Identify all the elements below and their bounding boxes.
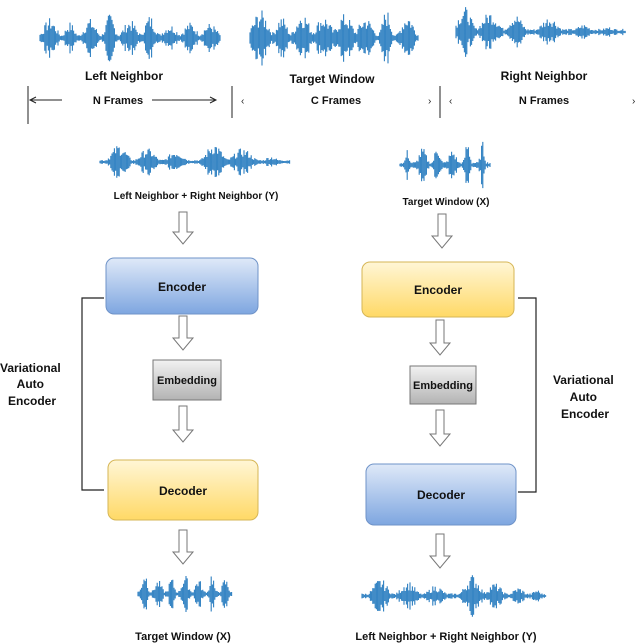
arrow-down-icon [171, 529, 195, 565]
right-input-waveform [399, 141, 491, 189]
right-vae-label-line2: Auto [570, 390, 597, 404]
left-output-waveform [137, 576, 233, 612]
right-embedding-box [409, 365, 477, 405]
waveform-trace [361, 575, 547, 617]
svg-text:›: › [428, 96, 431, 107]
svg-text:Variational Auto Encod: Variational Auto Encoder [553, 373, 617, 421]
right-input-caption: Target Window (X) [403, 197, 490, 208]
left-encoder-box [105, 257, 259, 315]
frame-span-lines [27, 86, 441, 124]
right-output-caption: Left Neighbor + Right Neighbor (Y) [355, 631, 537, 643]
right-neighbor-label: Right Neighbor [501, 69, 588, 83]
left-input-caption: Left Neighbor + Right Neighbor (Y) [114, 191, 279, 202]
svg-text:‹: ‹ [449, 96, 452, 107]
waveform-trace [39, 14, 221, 62]
arrow-down-icon [171, 211, 195, 245]
right-output-waveform [361, 575, 547, 617]
right-neighbor-waveform [455, 7, 626, 57]
left-vae-label-line3: Encoder [8, 394, 56, 408]
right-vae-label-line1: Variational [553, 373, 614, 387]
left-decoder-box [107, 459, 259, 521]
left-neighbor-waveform [39, 14, 221, 62]
arrow-down-icon [171, 405, 195, 443]
left-decoder-label: Decoder [159, 484, 207, 498]
svg-text:Variational Auto Encod: Variational Auto Encoder [0, 361, 64, 408]
waveform-trace [249, 10, 419, 66]
right-embedding-label: Embedding [413, 380, 473, 392]
svg-text:›: › [632, 96, 635, 107]
arrow-down-icon [430, 213, 454, 249]
target-window-label: Target Window [290, 72, 376, 86]
target-window-waveform [249, 10, 419, 66]
right-vae-label-line3: Encoder [561, 407, 609, 421]
waveform-trace [99, 146, 291, 178]
svg-text:‹: ‹ [241, 96, 244, 107]
right-vae-bracket [518, 297, 537, 493]
left-vae-label-line2: Auto [17, 377, 44, 391]
left-embedding-label: Embedding [157, 375, 217, 387]
left-vae-label-line1: Variational [0, 361, 61, 375]
center-frames-label: C Frames [311, 95, 361, 107]
frame-chevrons: ‹ › ‹ › [241, 96, 635, 107]
left-embedding-box [152, 359, 222, 401]
waveform-trace [399, 141, 491, 189]
waveform-trace [137, 576, 233, 612]
left-neighbor-label: Left Neighbor [85, 69, 163, 83]
right-encoder-label: Encoder [414, 283, 462, 297]
left-input-waveform [99, 146, 291, 178]
arrow-down-icon [428, 409, 452, 447]
left-encoder-label: Encoder [158, 280, 206, 294]
left-frames-label: N Frames [93, 95, 143, 107]
right-encoder-box [361, 261, 515, 318]
arrow-down-icon [428, 533, 452, 569]
right-decoder-label: Decoder [417, 488, 465, 502]
left-output-caption: Target Window (X) [135, 631, 231, 643]
waveform-trace [455, 7, 626, 57]
left-vae-bracket [81, 297, 104, 491]
arrow-down-icon [171, 315, 195, 351]
arrow-down-icon [428, 319, 452, 356]
right-decoder-box [365, 463, 517, 526]
right-frames-label: N Frames [519, 95, 569, 107]
